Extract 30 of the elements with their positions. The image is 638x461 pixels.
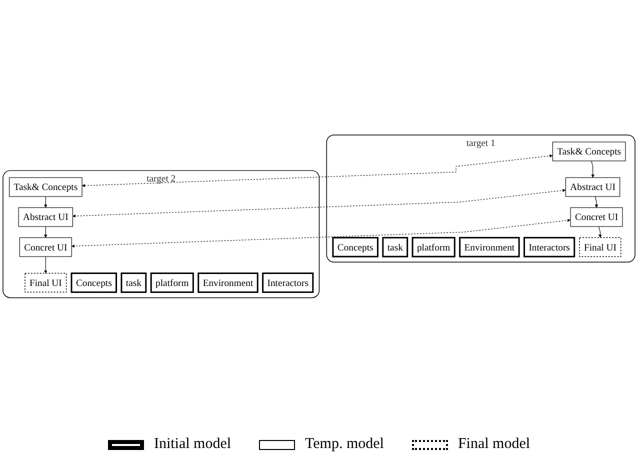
arrow <box>44 196 48 208</box>
node-box: Task& Concepts <box>9 176 82 196</box>
node-box: Concepts <box>332 236 378 257</box>
node-box: Abstract UI <box>18 207 73 226</box>
arrow <box>44 226 48 238</box>
node-box: Final UI <box>24 272 67 292</box>
arrow <box>82 154 553 187</box>
node-box: task <box>120 272 147 293</box>
node-box: Concret UI <box>570 207 623 226</box>
arrow <box>594 196 598 208</box>
arrow <box>44 256 48 274</box>
node-box: Concepts <box>70 272 118 293</box>
node-box: Interactors <box>262 272 314 293</box>
arrow <box>72 218 570 248</box>
node-box: Environment <box>198 272 258 293</box>
legend-text: Final model <box>458 436 530 453</box>
node-box: Concret UI <box>19 237 72 256</box>
legend-text: Initial model <box>154 436 232 453</box>
node-box: Abstract UI <box>565 176 620 196</box>
node-box: platform <box>412 236 456 257</box>
node-box: Environment <box>459 236 520 257</box>
arrow <box>591 160 594 178</box>
arrow <box>72 188 566 218</box>
arrow <box>598 226 602 238</box>
legend-text: Temp. model <box>305 436 384 453</box>
node-box: task <box>382 236 408 257</box>
node-box: Task& Concepts <box>552 141 626 161</box>
node-box: platform <box>150 272 194 293</box>
node-box: Final UI <box>579 236 622 257</box>
node-box: Interactors <box>524 236 576 257</box>
